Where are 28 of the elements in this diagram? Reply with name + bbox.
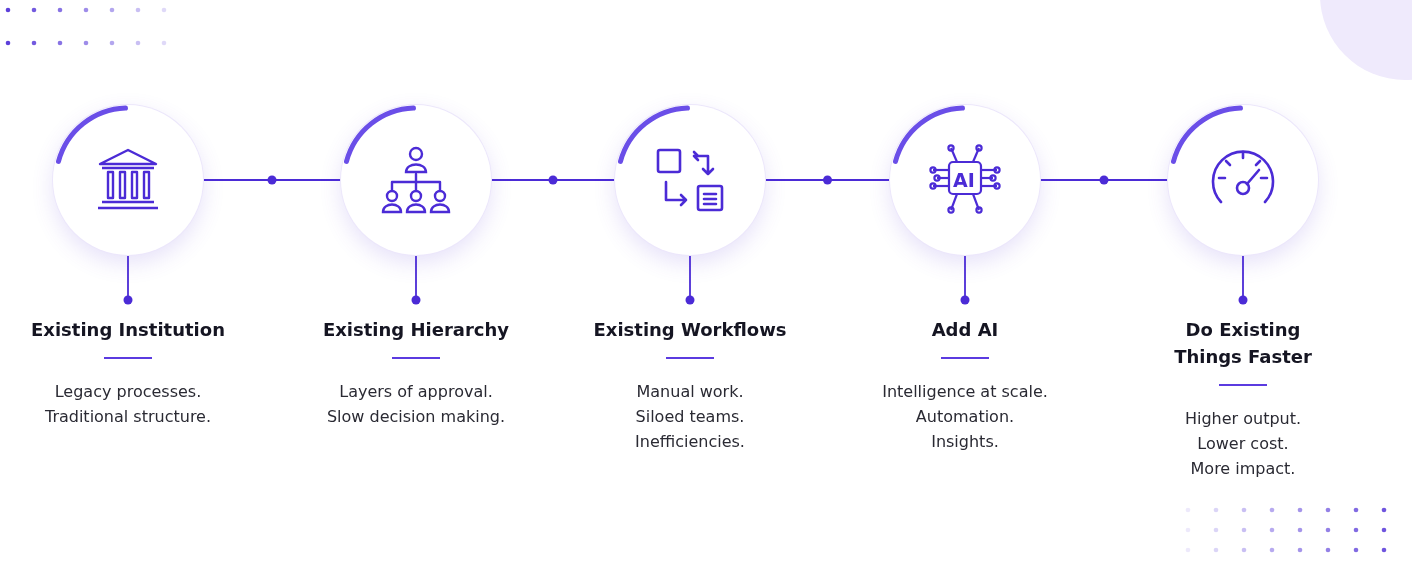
step-description: Manual work.	[636, 381, 744, 403]
step-description: Legacy processes.	[54, 381, 202, 403]
step-description: Layers of approval.	[339, 381, 493, 403]
step-description: Inefficiencies.	[635, 431, 745, 453]
step-heading: Existing Hierarchy	[322, 318, 510, 342]
connector-line	[764, 179, 891, 181]
step-description: Siloed teams.	[635, 406, 745, 428]
connector-line	[490, 179, 616, 181]
step-description: Traditional structure.	[44, 406, 212, 428]
step-description: Automation.	[915, 406, 1015, 428]
step-heading: Add AI	[931, 318, 999, 342]
step-description: Insights.	[931, 431, 999, 453]
step-description: Higher output.	[1184, 408, 1302, 430]
leader-line	[411, 254, 421, 305]
step-description: More impact.	[1190, 458, 1296, 480]
connector-line	[1039, 179, 1169, 181]
step-description: Slow decision making.	[326, 406, 506, 428]
step-description: Lower cost.	[1197, 433, 1289, 455]
connector-line	[202, 179, 342, 181]
chip-label: AI	[953, 170, 975, 190]
step-heading: Existing Institution	[31, 318, 225, 342]
leader-line	[1238, 254, 1248, 305]
leader-line	[960, 254, 970, 305]
step-heading: Existing Workflows	[593, 318, 787, 342]
leader-line	[123, 254, 133, 305]
leader-line	[685, 254, 695, 305]
step-description: Intelligence at scale.	[882, 381, 1048, 403]
step-heading: Do Existing Things Faster	[1173, 318, 1313, 369]
